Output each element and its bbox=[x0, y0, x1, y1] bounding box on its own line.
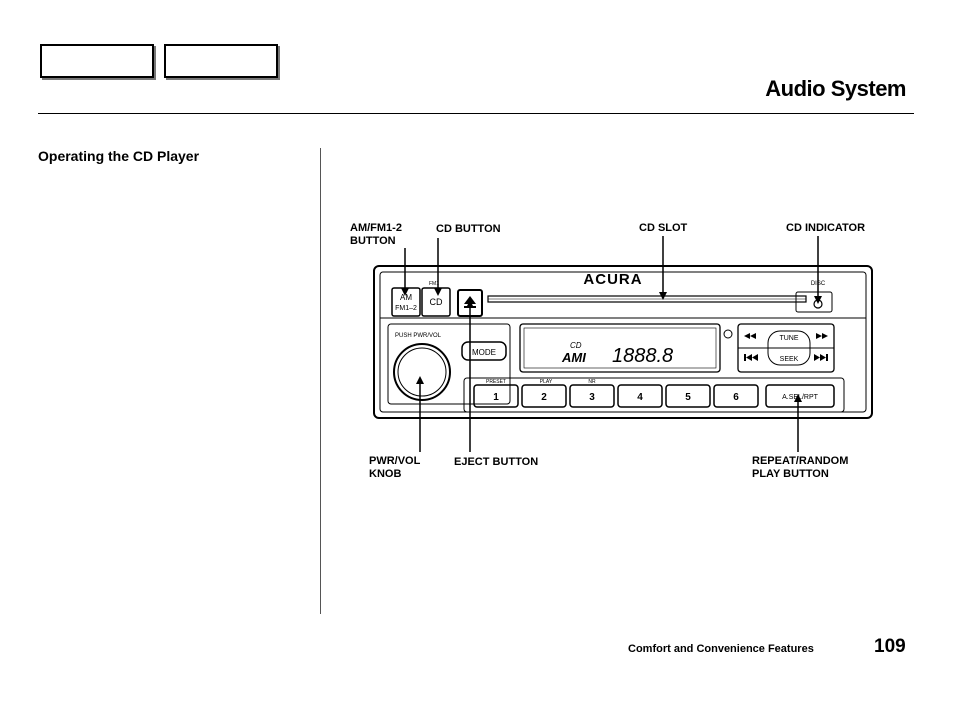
footer-section-name: Comfort and Convenience Features bbox=[628, 643, 814, 655]
label-pwr-vol-knob: PWR/VOL KNOB bbox=[369, 455, 420, 481]
page-number: 109 bbox=[874, 636, 906, 657]
label-am-fm-line1: AM/FM1-2 bbox=[350, 222, 402, 234]
preset-6 bbox=[713, 384, 759, 408]
header-divider bbox=[38, 113, 914, 114]
column-divider bbox=[320, 148, 321, 614]
label-eject-button: EJECT BUTTON bbox=[454, 456, 539, 468]
preset-2 bbox=[521, 384, 567, 408]
label-pwr-vol-line1: PWR/VOL bbox=[369, 455, 421, 467]
asel-rpt-label: A.SEL/RPT bbox=[782, 394, 819, 401]
cd-key bbox=[421, 287, 451, 317]
fm1-small-label: FM1 bbox=[429, 281, 439, 287]
radio-body bbox=[373, 265, 873, 419]
section-title: Operating the CD Player bbox=[38, 148, 200, 164]
disc-label: DISC bbox=[811, 281, 826, 287]
label-repeat-line2: PLAY BUTTON bbox=[752, 468, 829, 480]
cd-key-label: CD bbox=[430, 297, 443, 307]
am-key-line2: FM1–2 bbox=[395, 305, 417, 312]
tune-seek-rocker bbox=[767, 330, 811, 366]
preset-1-label: 1 bbox=[493, 392, 499, 403]
preset-1 bbox=[473, 384, 519, 408]
preset-3-label: 3 bbox=[589, 392, 595, 403]
page-title: Audio System bbox=[765, 76, 906, 101]
preset-4 bbox=[617, 384, 663, 408]
small-caption-play: PLAY bbox=[540, 379, 553, 385]
display-am: AMI bbox=[561, 350, 586, 365]
mode-key bbox=[461, 341, 507, 361]
nav-button-previous[interactable] bbox=[40, 44, 154, 78]
nav-button-next[interactable] bbox=[164, 44, 278, 78]
asel-rpt-key bbox=[765, 384, 835, 408]
preset-5 bbox=[665, 384, 711, 408]
display-cd: CD bbox=[570, 341, 582, 350]
am-fm-key bbox=[391, 287, 421, 317]
eject-key bbox=[457, 289, 483, 317]
label-pwr-vol-line2: KNOB bbox=[369, 468, 402, 480]
preset-2-label: 2 bbox=[541, 392, 547, 403]
small-caption-preset: PRESET bbox=[486, 379, 506, 385]
am-key-line1: AM bbox=[400, 293, 412, 302]
label-repeat-line1: REPEAT/RANDOM bbox=[752, 455, 849, 467]
label-repeat-random: REPEAT/RANDOM PLAY BUTTON bbox=[752, 455, 848, 481]
small-caption-nr: NR bbox=[588, 379, 596, 385]
seek-label: SEEK bbox=[780, 356, 799, 363]
lcd-display bbox=[519, 323, 721, 373]
preset-6-label: 6 bbox=[733, 392, 739, 403]
label-cd-indicator: CD INDICATOR bbox=[786, 222, 866, 234]
tune-label: TUNE bbox=[779, 335, 798, 342]
label-am-fm-button: AM/FM1-2 BUTTON bbox=[350, 222, 402, 248]
pwr-vol-knob bbox=[393, 343, 451, 401]
cd-slot bbox=[487, 295, 807, 303]
cd-indicator-light bbox=[813, 299, 823, 309]
preset-4-label: 4 bbox=[637, 392, 643, 403]
pwr-vol-caption: PUSH PWR/VOL bbox=[395, 333, 442, 339]
label-cd-slot: CD SLOT bbox=[639, 222, 688, 234]
display-digits: 1888.8 bbox=[612, 345, 673, 367]
preset-3 bbox=[569, 384, 615, 408]
label-cd-button: CD BUTTON bbox=[436, 223, 501, 235]
label-am-fm-line2: BUTTON bbox=[350, 235, 396, 247]
mode-key-label: MODE bbox=[472, 348, 496, 357]
brand-logo: ACURA bbox=[583, 271, 642, 288]
preset-5-label: 5 bbox=[685, 392, 691, 403]
